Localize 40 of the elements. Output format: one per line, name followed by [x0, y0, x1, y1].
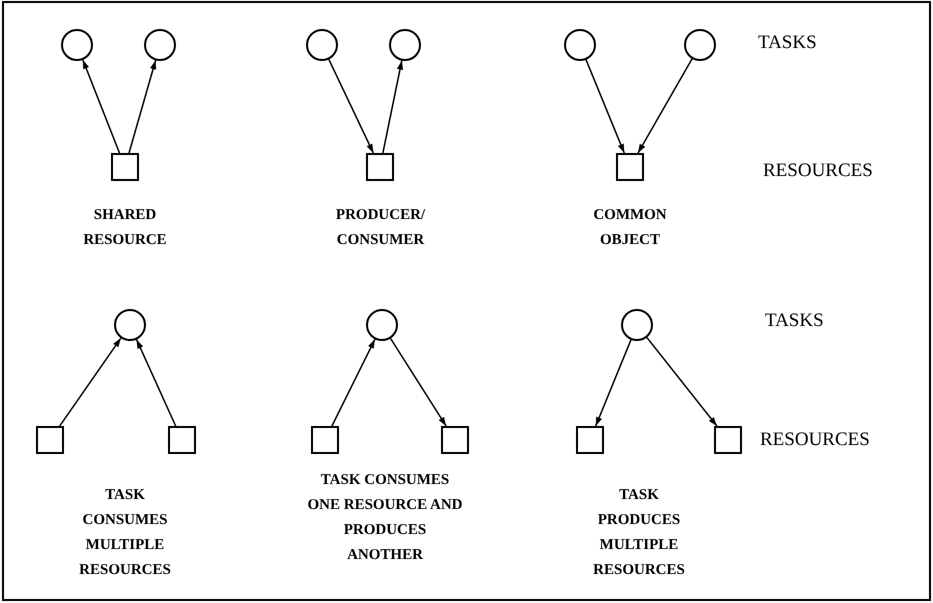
arrow [595, 340, 632, 426]
arrow [328, 59, 374, 154]
resource-square [366, 153, 394, 181]
row-label: TASKS [758, 31, 818, 55]
task-circle [114, 309, 146, 341]
resource-square [311, 426, 339, 454]
resource-square [36, 426, 64, 454]
arrow [646, 337, 718, 426]
row-label: RESOURCES [760, 428, 871, 452]
caption: TASK CONSUMES MULTIPLE RESOURCES [78, 486, 172, 580]
task-circle [366, 309, 398, 341]
arrow [585, 60, 625, 154]
task-circle [564, 29, 596, 61]
arrow [136, 339, 176, 426]
resource-square [168, 426, 196, 454]
resource-square [714, 426, 742, 454]
row-label: RESOURCES [763, 159, 874, 183]
caption: COMMON OBJECT [592, 206, 668, 250]
caption: TASK CONSUMES ONE RESOURCE AND PRODUCES ANOTHER [306, 471, 464, 565]
arrow [128, 60, 156, 154]
task-circle [621, 309, 653, 341]
caption: PRODUCER/ CONSUMER [334, 206, 426, 250]
task-circle [61, 29, 93, 61]
arrow [390, 338, 447, 426]
row-label: TASKS [765, 309, 825, 333]
arrow [382, 60, 404, 154]
caption: TASK PRODUCES MULTIPLE RESOURCES [592, 486, 686, 580]
task-circle [389, 29, 421, 61]
task-circle [684, 29, 716, 61]
resource-square [111, 153, 139, 181]
task-circle [144, 29, 176, 61]
arrow [82, 60, 120, 154]
task-circle [306, 29, 338, 61]
arrow [637, 58, 693, 154]
resource-square [616, 153, 644, 181]
resource-square [576, 426, 604, 454]
caption: SHARED RESOURCE [82, 206, 168, 250]
resource-square [441, 426, 469, 454]
arrow [59, 338, 122, 426]
arrow [331, 339, 376, 426]
